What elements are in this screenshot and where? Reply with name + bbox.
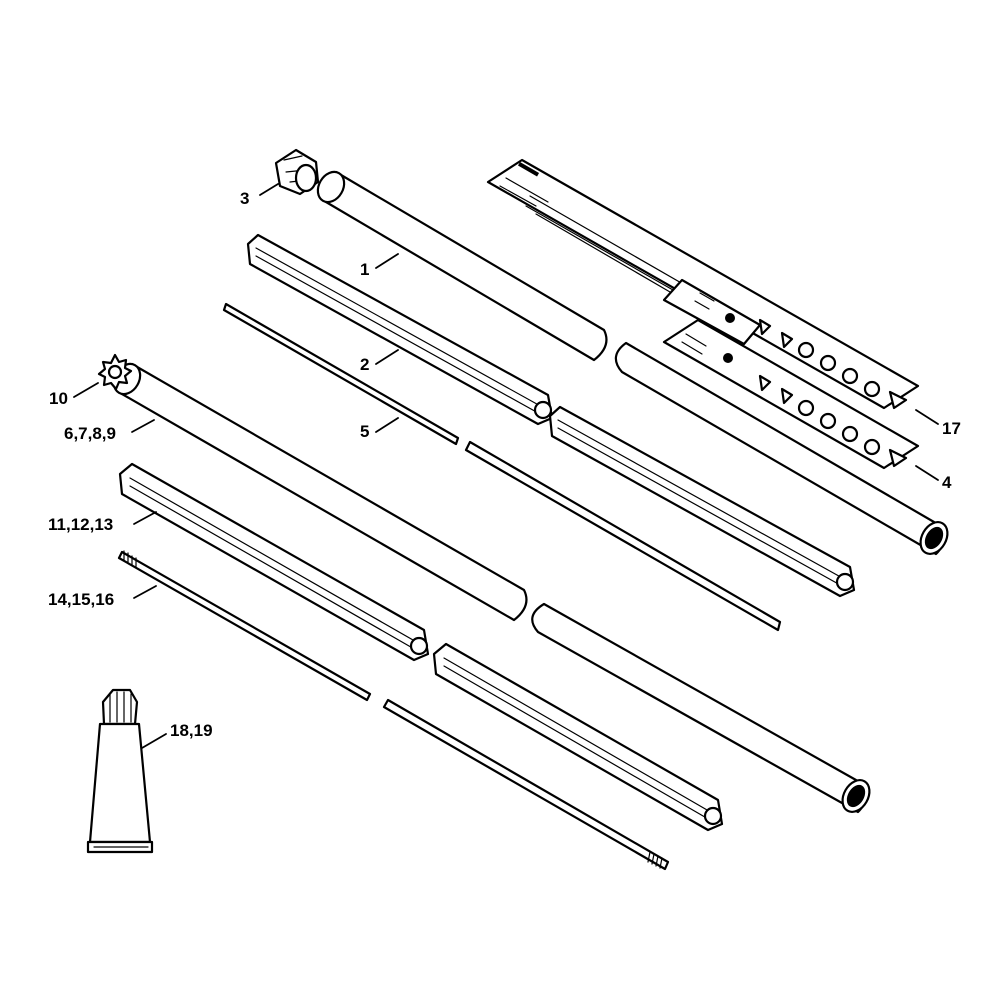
callout-14-15-16: 14,15,16	[48, 590, 115, 609]
part-1-tube-upper	[316, 170, 949, 556]
part-2-liner-upper	[246, 233, 856, 598]
callout-2: 2	[360, 355, 370, 374]
callout-1: 1	[360, 260, 370, 279]
part-14-shaft-lower	[117, 550, 670, 871]
part-18-grease-tube	[86, 688, 154, 854]
part-4-label	[662, 318, 920, 470]
callout-10: 10	[49, 389, 68, 408]
callout-18-19: 18,19	[170, 721, 213, 740]
part-5-shaft-upper	[222, 302, 782, 632]
callout-6-7-8-9: 6,7,8,9	[64, 424, 116, 443]
callout-17: 17	[942, 419, 961, 438]
part-3-bushing	[274, 148, 320, 196]
callout-3: 3	[240, 189, 250, 208]
callout-11-12-13: 11,12,13	[48, 515, 114, 534]
part-10-star-washer	[97, 353, 133, 391]
part-17-label	[486, 158, 920, 410]
callout-4: 4	[942, 473, 952, 492]
part-11-liner-lower	[118, 462, 724, 832]
callout-5: 5	[360, 422, 370, 441]
